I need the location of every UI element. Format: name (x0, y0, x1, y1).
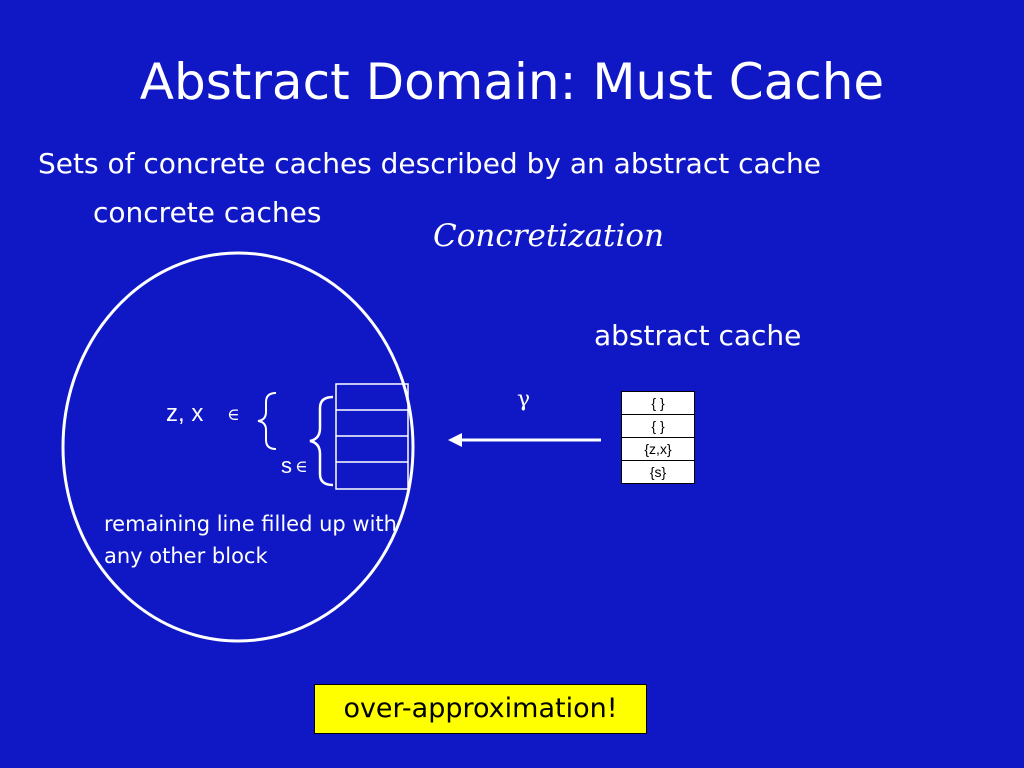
brace-s-icon (309, 395, 334, 487)
zx-label: z, x (166, 400, 204, 427)
abstract-cache-cell: { } (621, 391, 695, 415)
abstract-cache-row: { } (621, 414, 695, 438)
element-of-symbol: ∈ (227, 405, 240, 425)
slide-title: Abstract Domain: Must Cache (139, 53, 885, 111)
s-label: s (281, 453, 292, 478)
element-of-symbol: ∈ (295, 457, 308, 477)
concretization-arrow-icon (448, 433, 601, 447)
abstract-cache-table: { } { } {z,x} {s} (621, 391, 695, 484)
abstract-cache-cell: {s} (621, 460, 695, 484)
concrete-caches-label: concrete caches (93, 196, 322, 229)
concrete-caches-ellipse (61, 251, 415, 643)
abstract-cache-row: {z,x} (621, 437, 695, 461)
gamma-symbol: γ (517, 387, 531, 412)
abstract-cache-cell: { } (621, 414, 695, 438)
concretization-label: Concretization (433, 218, 665, 254)
abstract-cache-row: { } (621, 391, 695, 415)
remaining-line-note: remaining line filled up with any other … (104, 512, 397, 568)
over-approximation-callout: over-approximation! (314, 684, 647, 734)
abstract-cache-row: {s} (621, 460, 695, 484)
slide-subtitle: Sets of concrete caches described by an … (38, 147, 822, 180)
abstract-cache-label: abstract cache (594, 319, 802, 352)
brace-zx-icon (257, 392, 277, 450)
concrete-cache-block (335, 383, 409, 490)
abstract-cache-cell: {z,x} (621, 437, 695, 461)
